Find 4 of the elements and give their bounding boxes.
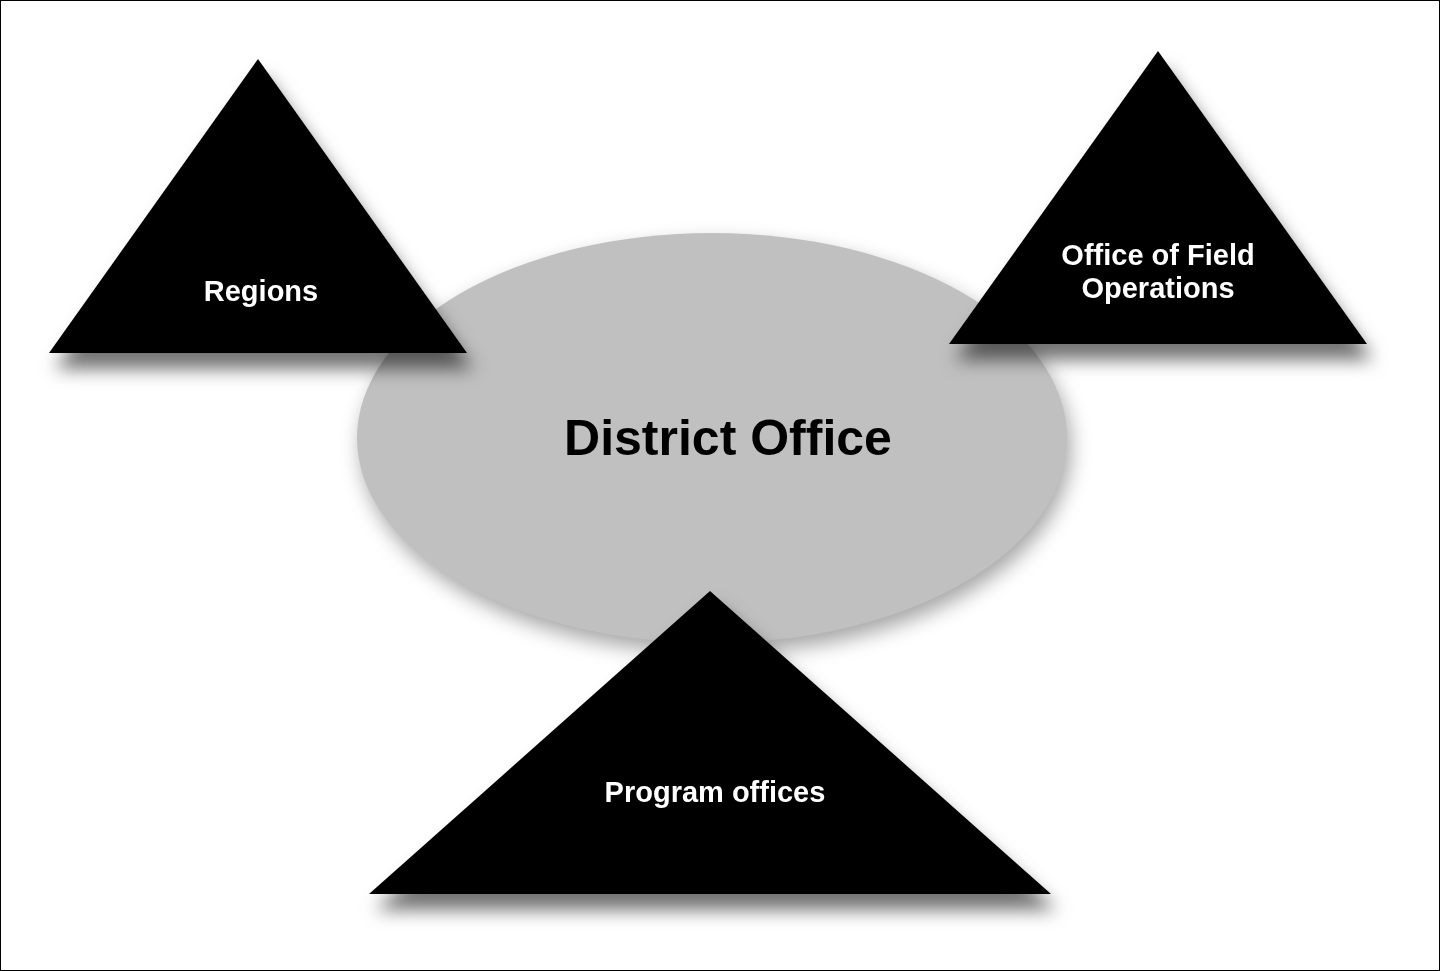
- node-title: Program offices: [603, 776, 827, 810]
- node-title: Office of Field Operations: [1060, 238, 1256, 306]
- node-title: District Office: [563, 410, 893, 468]
- node-title: Regions: [202, 275, 320, 309]
